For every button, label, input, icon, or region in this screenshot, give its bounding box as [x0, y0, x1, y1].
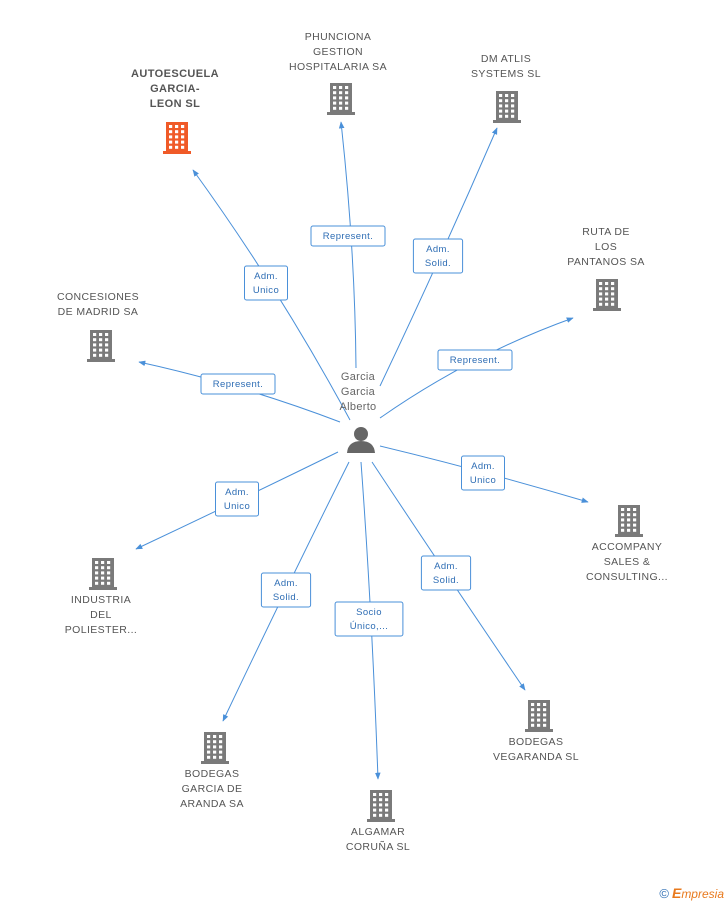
building-icon-ruta-pantanos[interactable]	[593, 279, 621, 311]
relation-label-text: Unico	[253, 285, 279, 296]
company-name-phunciona[interactable]: PHUNCIONA	[305, 31, 372, 43]
company-name-concesiones[interactable]: DE MADRID SA	[58, 306, 139, 318]
company-name-bodegas-garcia[interactable]: GARCIA DE	[182, 783, 243, 795]
company-name-accompany[interactable]: CONSULTING...	[586, 571, 668, 583]
company-name-dm-atlis[interactable]: DM ATLIS	[481, 53, 531, 65]
relation-label-text: Adm.	[426, 244, 450, 255]
person-icon[interactable]	[347, 427, 375, 453]
relation-label-text: Solid.	[433, 575, 459, 586]
building-icon-bodegas-vegaranda[interactable]	[525, 700, 553, 732]
company-name-bodegas-garcia[interactable]: BODEGAS	[185, 768, 240, 780]
building-icon-accompany[interactable]	[615, 505, 643, 537]
company-name-dm-atlis[interactable]: SYSTEMS SL	[471, 68, 541, 80]
relation-label-text: Unico	[224, 501, 250, 512]
relation-label-text: Adm.	[471, 461, 495, 472]
building-icon-industria[interactable]	[89, 558, 117, 590]
relation-edge-phunciona	[338, 121, 357, 369]
company-name-autoescuela[interactable]: GARCIA-	[150, 83, 200, 95]
relation-label-bodegas-garcia[interactable]: Adm. Solid.	[260, 572, 312, 608]
relation-label-text: Adm.	[274, 578, 298, 589]
company-name-algamar[interactable]: CORUÑA SL	[346, 840, 410, 853]
relation-label-algamar[interactable]: SocioÚnico,...	[334, 601, 404, 637]
center-person-name-line: Garcia	[341, 386, 376, 398]
relation-label-text: Socio	[356, 607, 382, 618]
brand-initial: E	[671, 885, 682, 901]
company-name-autoescuela[interactable]: AUTOESCUELA	[131, 68, 219, 80]
relation-label-text: Represent.	[323, 231, 373, 242]
company-name-accompany[interactable]: SALES &	[604, 556, 651, 568]
company-name-ruta-pantanos[interactable]: PANTANOS SA	[567, 256, 645, 268]
relation-label-text: Represent.	[450, 355, 500, 366]
relation-label-text: Represent.	[213, 379, 263, 390]
company-name-accompany[interactable]: ACCOMPANY	[592, 541, 663, 553]
relation-label-accompany[interactable]: Adm. Unico	[461, 455, 505, 491]
company-name-autoescuela[interactable]: LEON SL	[150, 98, 200, 110]
company-name-concesiones[interactable]: CONCESIONES	[57, 291, 139, 303]
center-person-name-line: Alberto	[340, 401, 377, 413]
company-name-ruta-pantanos[interactable]: RUTA DE	[582, 226, 630, 238]
company-name-ruta-pantanos[interactable]: LOS	[595, 241, 617, 253]
relation-label-autoescuela[interactable]: Adm. Unico	[244, 265, 288, 301]
center-person-name-line: Garcia	[341, 371, 376, 383]
company-name-industria[interactable]: INDUSTRIA	[71, 594, 131, 606]
company-name-phunciona[interactable]: HOSPITALARIA SA	[289, 61, 387, 73]
relation-label-ruta-pantanos[interactable]: Represent.	[437, 349, 513, 371]
relation-label-text: Unico	[470, 475, 496, 486]
relation-label-text: Solid.	[273, 592, 299, 603]
building-icon-concesiones[interactable]	[87, 330, 115, 362]
relation-label-phunciona[interactable]: Represent.	[310, 225, 386, 247]
company-name-bodegas-vegaranda[interactable]: BODEGAS	[509, 736, 564, 748]
building-icon-dm-atlis[interactable]	[493, 91, 521, 123]
relation-label-text: Único,...	[350, 621, 388, 632]
brand-name: mpresia	[681, 887, 724, 901]
building-icon-algamar[interactable]	[367, 790, 395, 822]
company-name-industria[interactable]: POLIESTER...	[65, 624, 138, 636]
company-name-phunciona[interactable]: GESTION	[313, 46, 363, 58]
building-icon-autoescuela[interactable]	[163, 122, 191, 154]
relation-label-bodegas-vegaranda[interactable]: Adm. Solid.	[420, 555, 472, 591]
relation-label-text: Adm.	[225, 487, 249, 498]
copyright-symbol: ©	[659, 886, 669, 901]
company-name-industria[interactable]: DEL	[90, 609, 112, 621]
relation-label-text: Adm.	[254, 271, 278, 282]
building-icon-bodegas-garcia[interactable]	[201, 732, 229, 764]
relation-label-concesiones[interactable]: Represent.	[200, 373, 276, 395]
company-name-bodegas-vegaranda[interactable]: VEGARANDA SL	[493, 751, 579, 763]
building-icon-phunciona[interactable]	[327, 83, 355, 115]
empresia-logo[interactable]: ©Empresia	[659, 885, 724, 901]
relation-label-text: Adm.	[434, 561, 458, 572]
relation-label-industria[interactable]: Adm. Unico	[215, 481, 259, 517]
relation-label-text: Solid.	[425, 258, 451, 269]
company-name-bodegas-garcia[interactable]: ARANDA SA	[180, 798, 244, 810]
company-name-algamar[interactable]: ALGAMAR	[351, 826, 405, 838]
relation-label-dm-atlis[interactable]: Adm. Solid.	[412, 238, 464, 274]
